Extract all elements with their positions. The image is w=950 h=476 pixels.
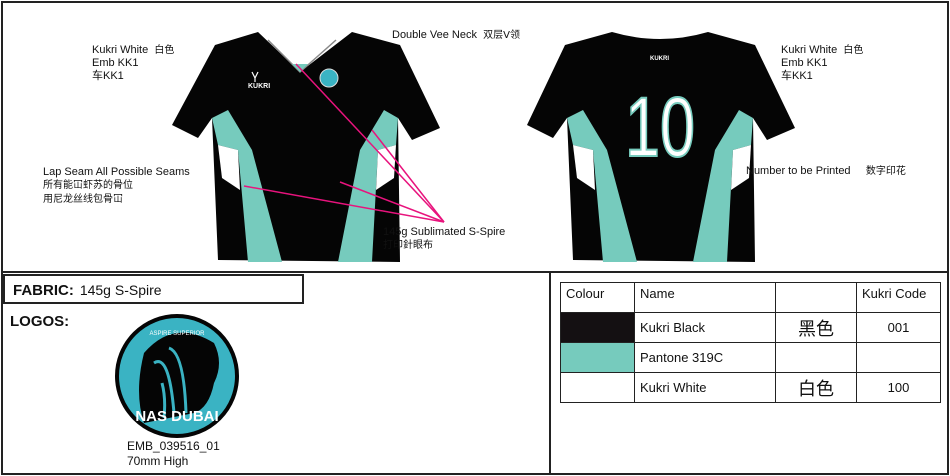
table-row: Pantone 319C: [560, 342, 941, 373]
colour_table-rows-0-name: Kukri Black: [634, 312, 776, 343]
back-number_note-cn: 数字印花: [865, 166, 906, 177]
nas-dubai-logo: ASPIRE SUPERIOR NAS DUBAI: [115, 314, 239, 438]
front-neck_note-label: Double Vee Neck: [392, 29, 477, 41]
logo-size: 70mm High: [127, 454, 189, 468]
front-seam_note-cn1: 所有能冚虾苏的骨位: [43, 180, 133, 191]
pointer-lines: [243, 63, 445, 223]
logos-label: LOGOS:: [10, 313, 70, 330]
colour_table-rows-2-cn: 白色: [775, 372, 857, 403]
neck-note: Double Vee Neck 双层V领: [392, 29, 520, 42]
colour_table-headers-1: Name: [634, 282, 776, 313]
front-seam_note-cn2: 用尼龙丝线包骨冚: [43, 194, 123, 205]
colour_table-rows-0-code: 001: [856, 312, 941, 343]
front-shirt: KUKRI: [172, 32, 440, 262]
colour_table-headers-3: Kukri Code: [856, 282, 941, 313]
back-collar_note-line3: 车KK1: [781, 70, 813, 82]
front-collar_note-line1: Kukri White: [92, 44, 149, 56]
front-neck_note-label_cn: 双层V领: [483, 30, 520, 41]
colour-swatch: [560, 372, 635, 403]
logos-logo_subtext: ASPIRE SUPERIOR: [149, 331, 205, 337]
table-header: Colour Name Kukri Code: [560, 282, 941, 313]
colour_table-rows-2-name: Kukri White: [634, 372, 776, 403]
fabric-label: FABRIC:: [13, 282, 74, 299]
logos-logo_text: NAS DUBAI: [135, 408, 218, 425]
front-collar_note-line1_cn: 白色: [154, 45, 175, 56]
garment-drawings: KUKRI KUKRI 10: [172, 32, 795, 262]
colour_table-rows-1-cn: [775, 342, 857, 373]
colour-swatch: [560, 312, 635, 343]
fabric-box: FABRIC: 145g S-Spire: [3, 274, 304, 304]
colour_table-headers-0: Colour: [560, 282, 635, 313]
chest-logo-icon: [319, 68, 339, 88]
logo-code: EMB_039516_01: [127, 439, 220, 453]
number-note: Number to be Printed 数字印花: [746, 165, 906, 178]
front-fabric_note-cn: 打印針眼布: [383, 240, 433, 251]
back-collar_note-line1_cn: 白色: [843, 45, 864, 56]
front-collar_note-line2: Emb KK1: [92, 57, 139, 69]
back-number_note-label: Number to be Printed: [746, 165, 851, 177]
colour_table-headers-2: [775, 282, 857, 313]
back-collar-note: Kukri White 白色 Emb KK1 车KK1: [781, 44, 863, 83]
fabric-note: 145g Sublimated S-Spire 打印針眼布: [383, 225, 505, 253]
front-collar_note-line3: 车KK1: [92, 70, 124, 82]
fabric-value: 145g S-Spire: [79, 282, 162, 298]
back-collar_note-line1: Kukri White: [781, 44, 838, 56]
table-row: Kukri White 白色 100: [560, 372, 941, 403]
back-brand: KUKRI: [650, 56, 669, 62]
back-collar_note-line2: Emb KK1: [781, 57, 828, 69]
front-fabric_note-label: 145g Sublimated S-Spire: [383, 226, 506, 238]
back-shirt: KUKRI 10: [527, 32, 795, 262]
logo-spec: EMB_039516_01 70mm High: [127, 439, 220, 469]
table-row: Kukri Black 黑色 001: [560, 312, 941, 343]
back-number: 10: [625, 80, 695, 174]
colour-table: Colour Name Kukri Code Kukri Black 黑色 00…: [560, 282, 941, 403]
colour_table-rows-1-name: Pantone 319C: [634, 342, 776, 373]
kukri-logo-icon: [251, 71, 259, 82]
colour-swatch: [560, 342, 635, 373]
colour_table-rows-0-cn: 黑色: [775, 312, 857, 343]
front-seam_note-label: Lap Seam All Possible Seams: [43, 166, 190, 178]
colour-panel: [549, 271, 949, 475]
front-collar-note: Kukri White 白色 Emb KK1 车KK1: [92, 44, 174, 83]
front-brand: KUKRI: [248, 83, 270, 90]
colour_table-rows-2-code: 100: [856, 372, 941, 403]
colour_table-rows-1-code: [856, 342, 941, 373]
seam-note: Lap Seam All Possible Seams 所有能冚虾苏的骨位 用尼…: [43, 165, 190, 207]
